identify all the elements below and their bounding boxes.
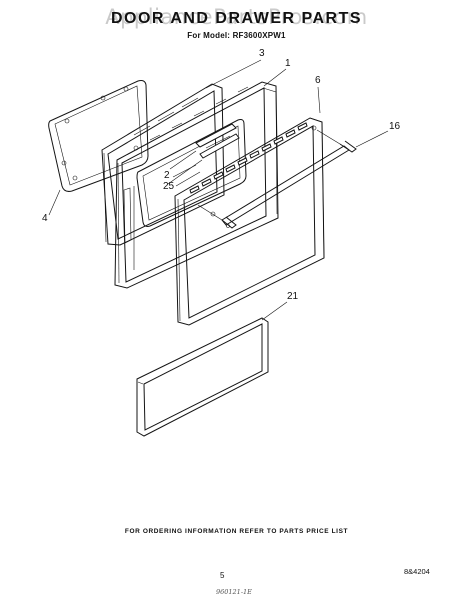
document-code: 8&4204	[404, 567, 430, 576]
part-16-door-handle	[197, 129, 357, 229]
handwritten-note: 960121-1E	[216, 588, 252, 596]
callout-3: 3	[259, 48, 265, 59]
callout-6: 6	[315, 75, 321, 86]
callout-16: 16	[389, 121, 401, 132]
callout-2: 2	[164, 170, 170, 181]
ordering-note: FOR ORDERING INFORMATION REFER TO PARTS …	[124, 528, 349, 535]
callout-25: 25	[163, 181, 175, 192]
callout-4: 4	[42, 213, 48, 224]
model-label: For Model: RF3600XPW1	[187, 31, 286, 40]
part-4-outer-panel	[48, 80, 149, 192]
part-3-door-frame	[101, 83, 225, 246]
callout-1: 1	[285, 58, 291, 69]
page-number: 5	[220, 571, 225, 580]
part-6-door-glass	[174, 117, 325, 326]
page-title: DOOR AND DRAWER PARTS	[110, 10, 363, 27]
part-21-drawer-panel	[136, 317, 269, 437]
leader-lines	[48, 59, 389, 321]
watermark: AppliancePartsPros.com	[105, 5, 368, 29]
part-1-inner-door	[114, 81, 279, 289]
callout-21: 21	[287, 291, 299, 302]
